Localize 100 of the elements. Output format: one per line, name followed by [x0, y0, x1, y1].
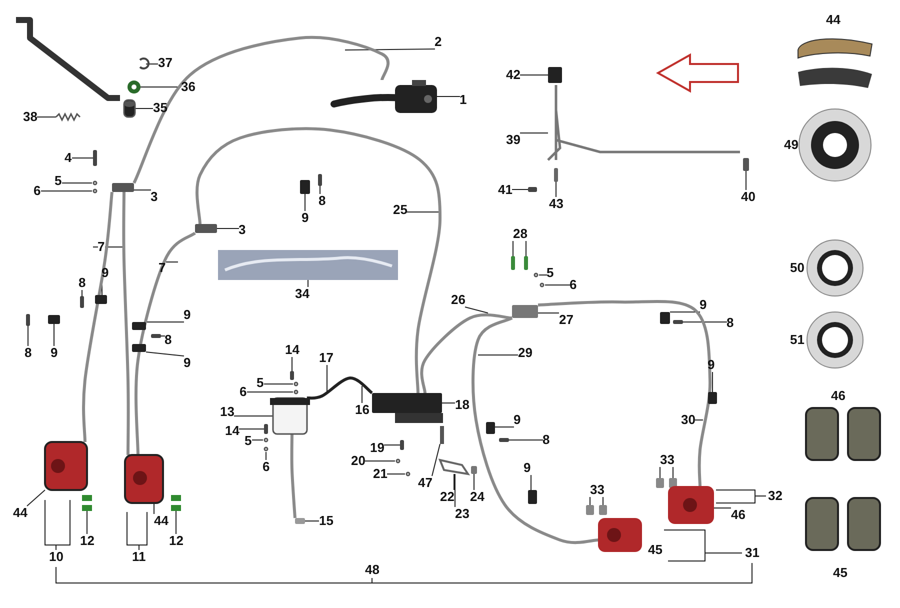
callout-number: 18 — [455, 398, 470, 412]
bolt-icon — [586, 505, 594, 515]
brake-hose — [196, 127, 442, 394]
brake-hose — [134, 232, 196, 456]
callout-number: 33 — [590, 483, 604, 497]
callout-number: 4 — [64, 151, 72, 165]
washer-icon — [264, 446, 268, 452]
leader-line — [520, 132, 548, 134]
callout-number: 9 — [524, 461, 531, 475]
callout-number: 45 — [648, 543, 662, 557]
leader-line — [544, 284, 570, 286]
washer-icon — [406, 472, 410, 476]
callout-number: 9 — [302, 211, 309, 225]
callout-number: 16 — [355, 403, 370, 417]
callout-number: 23 — [455, 507, 470, 521]
washer-icon — [264, 438, 268, 442]
brake-pad — [805, 497, 839, 551]
callout-number: 34 — [295, 287, 310, 301]
callout-number: 32 — [768, 489, 782, 503]
bolt-icon — [26, 314, 30, 326]
callout-number: 44 — [826, 13, 840, 27]
callout-number: 8 — [24, 346, 32, 360]
photo-placeholder — [218, 250, 398, 280]
callout-number: 13 — [220, 405, 234, 419]
brake-hose — [290, 434, 296, 518]
brake-caliper — [44, 441, 88, 491]
leader-line — [134, 108, 154, 109]
callout-number: 6 — [570, 278, 577, 292]
callout-number: 40 — [741, 190, 756, 204]
bolt-icon — [82, 495, 92, 511]
callout-number: 1 — [460, 93, 467, 107]
hose-junction-icon — [512, 305, 538, 318]
leader-line — [40, 190, 92, 192]
callout-number: 6 — [240, 385, 247, 399]
callout-number: 25 — [393, 203, 408, 217]
callout-number: 45 — [833, 566, 848, 580]
washer-icon — [534, 272, 538, 278]
callout-number: 20 — [351, 454, 366, 468]
callout-number: 41 — [498, 183, 512, 197]
callout-number: 46 — [731, 508, 746, 522]
callout-number: 8 — [164, 333, 172, 347]
callout-number: 8 — [78, 276, 86, 290]
bolt-icon — [499, 438, 509, 442]
brake-pedal-drawing — [16, 17, 120, 101]
clip-icon — [471, 466, 477, 474]
brake-caliper — [668, 486, 714, 524]
callout-number: 14 — [225, 424, 240, 438]
leader-line — [344, 48, 436, 50]
hose-clamp-icon — [708, 392, 717, 404]
brake-pad — [805, 407, 839, 461]
callout-number: 29 — [518, 346, 532, 360]
callout-number: 6 — [34, 184, 41, 198]
master-cylinder-drawing — [372, 393, 443, 423]
callout-number: 9 — [184, 356, 191, 370]
hose-clamp-icon — [300, 180, 310, 194]
fluid-reservoir-drawing — [270, 397, 310, 435]
callout-number: 39 — [506, 133, 520, 147]
hose-clamp-icon — [528, 490, 537, 504]
brake-pad — [798, 68, 872, 88]
hose-clamp-icon — [660, 312, 670, 324]
brake-hose — [472, 316, 598, 544]
hose-clamp-icon — [95, 295, 107, 304]
brake-hose — [132, 36, 390, 184]
leader-line — [464, 306, 488, 314]
leader-line — [512, 189, 528, 190]
hose-clamp-icon — [132, 344, 146, 352]
callout-number: 7 — [98, 240, 105, 254]
knob-icon — [548, 67, 562, 83]
brake-pad — [847, 497, 881, 551]
brake-caliper — [598, 518, 642, 552]
hose-clamp-icon — [132, 322, 146, 330]
callout-number: 48 — [365, 563, 380, 577]
leader-line — [146, 352, 184, 356]
callout-number: 2 — [434, 35, 442, 49]
callout-number: 3 — [238, 223, 246, 237]
leader-line — [326, 364, 328, 394]
callout-number: 44 — [13, 506, 28, 520]
callout-number: 12 — [80, 534, 94, 548]
bolt-icon — [171, 495, 181, 511]
callout-number: 42 — [506, 68, 520, 82]
callout-number: 9 — [102, 266, 109, 280]
leader-line — [36, 116, 56, 118]
bolt-icon — [524, 256, 528, 270]
leader-line — [442, 402, 456, 404]
leader-line — [432, 444, 440, 476]
leader-line — [384, 444, 400, 446]
callout-number: 37 — [158, 56, 172, 70]
callout-number: 9 — [708, 358, 715, 372]
leader-line — [602, 496, 604, 506]
brake-hose — [538, 300, 712, 486]
leader-line — [436, 96, 460, 97]
callout-number: 8 — [542, 433, 550, 447]
callout-number: 6 — [262, 460, 270, 474]
brake-disc — [806, 240, 864, 296]
callout-number: 19 — [370, 441, 384, 455]
leader-line — [238, 428, 264, 430]
brake-disc — [806, 312, 864, 368]
washer-icon — [540, 282, 544, 288]
callout-number: 46 — [831, 389, 846, 403]
washer-icon — [92, 188, 98, 194]
